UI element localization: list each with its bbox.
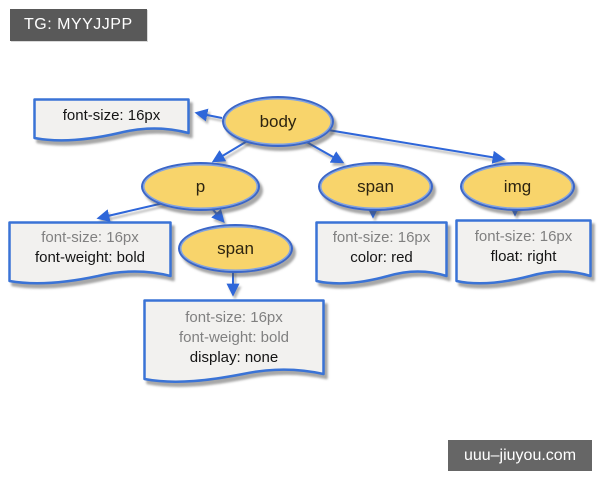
note-p-style: font-size: 16px font-weight: bold	[8, 221, 172, 288]
note-body-style: font-size: 16px	[33, 98, 190, 144]
node-p: p	[141, 162, 260, 211]
node-body-label: body	[259, 111, 297, 131]
style-line: float: right	[490, 248, 557, 265]
style-line: color: red	[350, 249, 413, 266]
style-line: font-size: 16px	[474, 228, 573, 245]
style-line: font-size: 16px	[41, 229, 139, 246]
note-shape	[8, 221, 172, 285]
style-line: font-weight: bold	[34, 249, 146, 266]
edge-p-to-p-style	[96, 201, 169, 222]
watermark-label: uuu–jiuyou.com	[448, 440, 592, 471]
node-img-label: img	[503, 176, 532, 196]
note-span-1-style: font-size: 16px color: red	[315, 221, 448, 288]
node-span-1-label: span	[357, 176, 394, 196]
edge-body-to-body-style	[194, 108, 223, 122]
note-span-2-style: font-size: 16px font-weight: bold displa…	[143, 299, 325, 387]
node-body: body	[222, 96, 334, 147]
edge-body-to-span	[302, 139, 345, 164]
edge-body-to-p	[211, 139, 250, 163]
node-img: img	[460, 162, 575, 211]
tag-label: TG: MYYJJPP	[10, 9, 147, 41]
node-span-2-label: span	[217, 238, 254, 258]
note-shape	[455, 219, 592, 285]
node-span-2: span	[178, 224, 293, 273]
style-line: display: none	[189, 349, 279, 366]
style-line: font-size: 16px	[185, 309, 283, 326]
edge-body-to-img	[327, 129, 506, 164]
style-line: font-size: 16px	[62, 107, 161, 124]
style-line: font-weight: bold	[178, 329, 290, 346]
note-shape	[315, 221, 448, 285]
node-span-1: span	[318, 162, 433, 211]
style-line: font-size: 16px	[332, 229, 431, 246]
note-shape	[143, 299, 325, 383]
node-p-label: p	[195, 176, 206, 196]
note-shape	[33, 98, 190, 142]
note-img-style: font-size: 16px float: right	[455, 219, 592, 288]
